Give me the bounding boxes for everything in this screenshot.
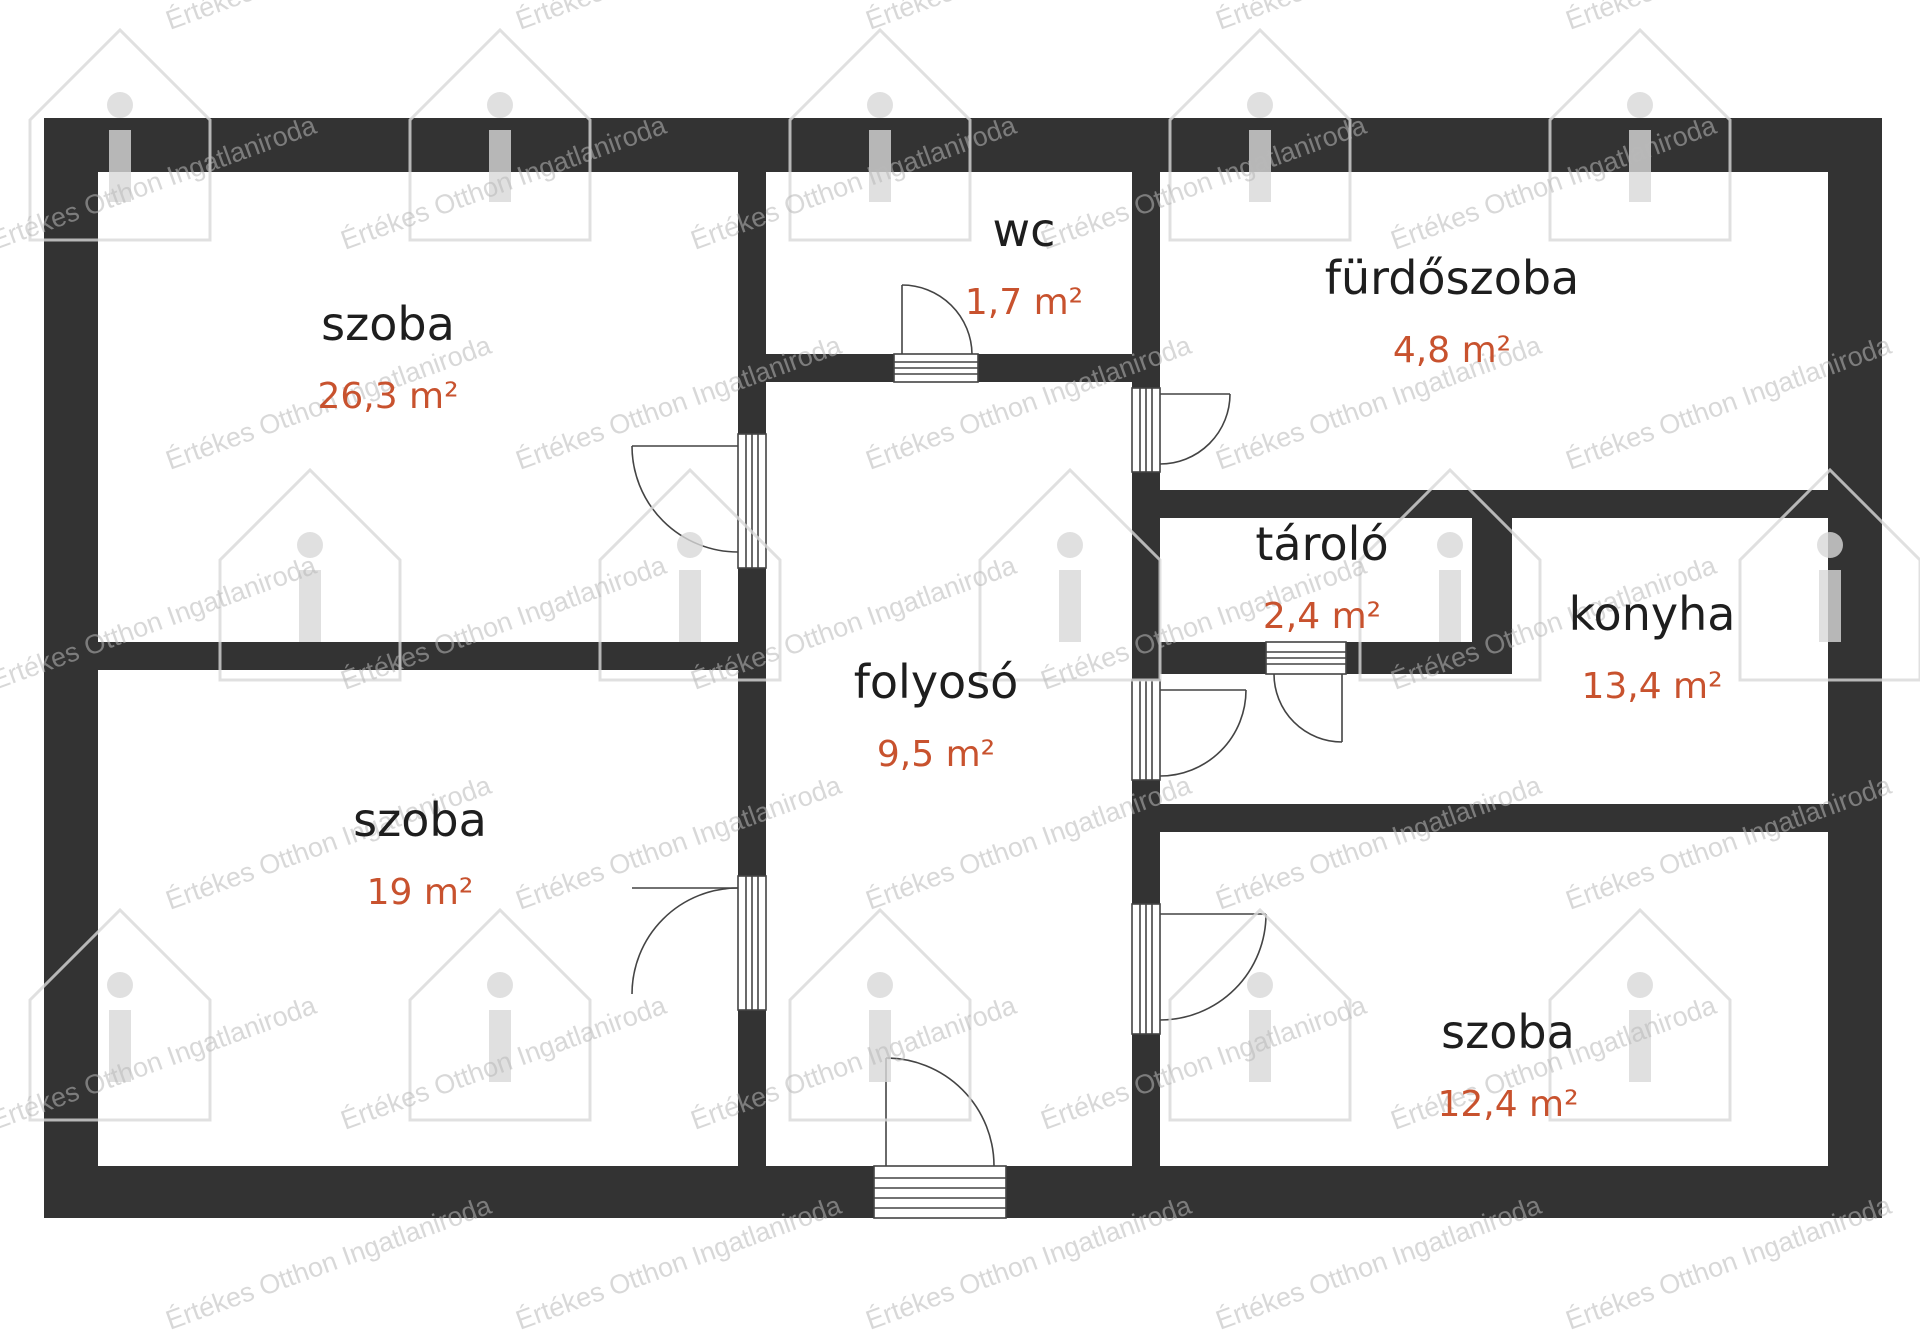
room-konyha-area: 13,4 m² — [1581, 666, 1722, 707]
watermark-house-icon — [408, 907, 592, 1122]
watermark-house-icon — [1738, 467, 1920, 682]
watermark-house-icon — [28, 907, 212, 1122]
floor-tarolo — [1160, 518, 1472, 642]
watermark-house-icon — [1548, 27, 1732, 242]
room-szoba-1-area: 26,3 m² — [317, 376, 458, 417]
floor-szoba-2 — [98, 670, 738, 1166]
floor-szoba-1 — [98, 172, 738, 642]
watermark-house-icon — [598, 467, 782, 682]
room-tarolo-area: 2,4 m² — [1263, 596, 1381, 637]
room-floors — [98, 172, 1828, 1166]
room-szoba-3-name: szoba — [1441, 1005, 1575, 1059]
room-szoba-3-area: 12,4 m² — [1437, 1084, 1578, 1125]
watermark-text: Értékes Otthon Ingatlaniroda — [162, 0, 496, 36]
watermark-house-icon — [788, 27, 972, 242]
floor-folyoso — [766, 382, 1132, 1166]
floor-szoba-3 — [1160, 832, 1828, 1166]
door-wc — [893, 284, 979, 383]
door-konyha — [1131, 679, 1247, 781]
room-furdoszoba-area: 4,8 m² — [1393, 330, 1511, 371]
door-szoba-1 — [631, 433, 767, 569]
watermark-house-icon — [1358, 467, 1542, 682]
watermark-house-icon — [408, 27, 592, 242]
room-szoba-1-name: szoba — [321, 297, 455, 351]
room-szoba-2-name: szoba — [353, 793, 487, 847]
room-konyha-name: konyha — [1569, 587, 1736, 641]
floor-konyha — [1160, 518, 1828, 804]
watermark-text: Értékes Otthon Ingatlaniroda — [512, 0, 846, 36]
room-wc-name: wc — [993, 203, 1056, 257]
floor-wc — [766, 172, 1132, 354]
doors — [631, 284, 1347, 1219]
room-folyoso-name: folyosó — [854, 655, 1019, 709]
watermark-house-icon — [978, 467, 1162, 682]
watermark-text: Értékes Otthon Ingatlaniroda — [1562, 0, 1896, 36]
door-furdoszoba — [1131, 387, 1231, 473]
floor-furdoszoba — [1160, 172, 1828, 490]
watermark-house-icon — [1168, 907, 1352, 1122]
room-tarolo-name: tároló — [1255, 517, 1388, 571]
watermark-house-icon — [218, 467, 402, 682]
room-wc-area: 1,7 m² — [965, 282, 1083, 323]
room-folyoso-area: 9,5 m² — [877, 734, 995, 775]
watermark-house-icon — [1548, 907, 1732, 1122]
door-szoba-2 — [631, 875, 767, 1011]
room-labels: szoba 26,3 m² wc 1,7 m² fürdőszoba 4,8 m… — [317, 203, 1735, 1125]
room-szoba-2-area: 19 m² — [367, 872, 474, 913]
watermark-house-icon — [1168, 27, 1352, 242]
room-furdoszoba-name: fürdőszoba — [1325, 251, 1579, 305]
door-szoba-3 — [1131, 903, 1267, 1035]
door-entrance — [873, 1057, 1007, 1219]
watermark-house-icon — [28, 27, 212, 242]
watermark-house-icon — [788, 907, 972, 1122]
door-tarolo — [1265, 641, 1347, 743]
watermark-text: Értékes Otthon Ingatlaniroda — [862, 0, 1196, 36]
